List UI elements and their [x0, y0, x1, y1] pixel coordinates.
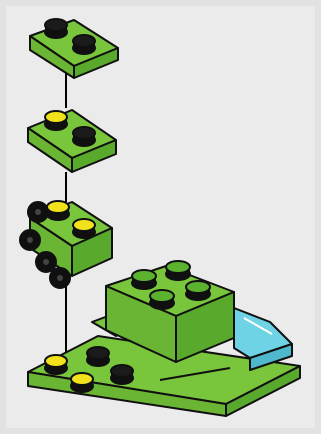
brick-stud-4	[186, 281, 210, 300]
base-stud-dark-1	[87, 347, 109, 366]
wheel-4	[50, 268, 70, 288]
stud-dark-3	[73, 127, 95, 146]
brick-stud-1	[132, 270, 156, 289]
base-stud-dark-2	[111, 365, 133, 384]
plate-top	[30, 19, 118, 78]
stud-dark-2	[73, 35, 95, 54]
brick-stud-2	[166, 261, 190, 280]
wheel-3	[36, 252, 56, 272]
stud-dark-1	[45, 19, 67, 38]
plate-second	[28, 110, 116, 172]
plate-with-wheels	[20, 201, 112, 288]
stud-yellow-3	[73, 219, 95, 238]
base-stud-yellow-1	[45, 355, 67, 374]
stud-yellow-1	[45, 111, 67, 130]
brick-stud-3	[150, 290, 174, 309]
wheel-1	[28, 202, 48, 222]
stud-yellow-2	[47, 201, 69, 220]
wheel-2	[20, 230, 40, 250]
base-stud-yellow-2	[71, 373, 93, 392]
